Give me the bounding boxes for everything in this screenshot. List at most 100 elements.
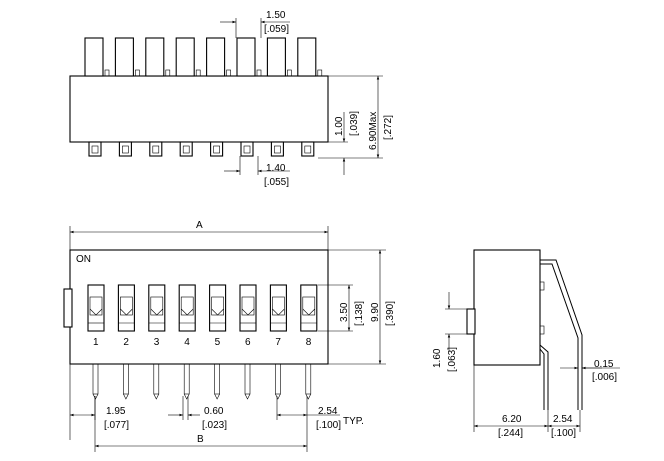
front-switch <box>178 284 196 332</box>
top-pin <box>240 141 254 157</box>
top-height-mm: 6.90Max <box>368 112 379 150</box>
side-thk-in: [.006] <box>592 372 617 383</box>
side-view: 1.60 [.063] 0.15 [.006] 6.20 [.244] 2.54… <box>432 249 620 439</box>
top-actuator-notch <box>317 69 323 77</box>
dim-a-label: A <box>196 220 203 231</box>
side-view-lead-front-inner <box>539 348 545 410</box>
front-lead-tip <box>305 393 312 400</box>
front-edge-in: [.077] <box>104 420 129 431</box>
switch-number: 2 <box>123 337 129 348</box>
front-lead <box>244 363 251 395</box>
switch-knob-chevron <box>150 308 164 316</box>
front-switch <box>239 284 257 332</box>
switch-number: 1 <box>93 337 99 348</box>
switch-knob-chevron <box>272 308 285 316</box>
switch-knob-chevron <box>89 308 103 316</box>
top-pin <box>118 141 132 157</box>
front-lead <box>123 363 129 395</box>
switch-knob-chevron <box>211 308 224 316</box>
front-lead <box>153 363 160 395</box>
front-lead <box>214 363 220 395</box>
front-lead-tip <box>183 393 190 400</box>
top-view: 1.50 [.059] 1.00 [.039] 6.90Max [.272] 1… <box>69 10 394 188</box>
top-actuator-notch <box>135 69 140 77</box>
switch-number: 3 <box>154 337 160 348</box>
side-lead-mm: 2.54 <box>553 414 573 425</box>
side-view-latch-top <box>539 281 545 291</box>
top-pin-inner <box>304 145 312 154</box>
top-actuator <box>175 37 195 77</box>
switch-slot <box>178 284 196 332</box>
top-pin-inner <box>213 145 220 154</box>
front-body-h-in: [.390] <box>385 301 396 326</box>
front-switch <box>209 284 227 332</box>
front-switch <box>117 284 135 332</box>
top-pin <box>179 141 193 157</box>
switch-slot <box>209 284 227 332</box>
front-lead-tip <box>153 393 160 400</box>
side-width-mm: 6.20 <box>502 414 522 425</box>
side-view-body <box>473 249 541 366</box>
top-actuator <box>145 37 165 77</box>
side-view-lead-inner <box>540 263 579 410</box>
top-actuator-notch <box>256 69 262 77</box>
on-label: ON <box>76 254 91 265</box>
front-lead-tip <box>214 393 220 400</box>
side-width-in: [.244] <box>498 428 523 439</box>
front-view-switches <box>87 284 318 332</box>
front-lead <box>92 363 99 395</box>
front-lead-w-mm: 0.60 <box>204 406 224 417</box>
switch-knob-chevron <box>180 308 194 316</box>
side-thk-mm: 0.15 <box>594 359 614 370</box>
side-view-lead-outer <box>540 259 583 410</box>
side-view-actuator <box>466 308 476 335</box>
front-pitch-in: [.100] <box>316 420 341 431</box>
top-pin <box>210 141 224 157</box>
front-switch <box>148 284 166 332</box>
front-switch <box>269 284 287 332</box>
top-pitch-in: [.059] <box>264 24 289 35</box>
top-pin-inner <box>152 145 160 154</box>
switch-knob-chevron <box>241 308 255 316</box>
top-pin-inner <box>274 145 281 154</box>
switch-number: 6 <box>245 337 251 348</box>
side-view-lead-front <box>539 344 549 410</box>
top-pin-len-in: [.039] <box>349 111 360 136</box>
top-actuator-notch <box>226 69 231 77</box>
top-actuator <box>206 37 226 77</box>
switch-slot <box>300 284 318 332</box>
side-act-in: [.063] <box>447 347 458 372</box>
side-act-mm: 1.60 <box>432 348 443 368</box>
switch-knob-chevron <box>120 308 133 316</box>
side-lead-in: [.100] <box>551 428 576 439</box>
top-view-body <box>69 75 329 143</box>
top-actuator <box>266 37 286 77</box>
switch-slot <box>148 284 166 332</box>
front-edge-mm: 1.95 <box>106 406 126 417</box>
top-pin-inner <box>243 145 251 154</box>
switch-slot <box>269 284 287 332</box>
top-height-in: [.272] <box>383 115 394 140</box>
switch-number: 5 <box>215 337 221 348</box>
top-pin <box>301 141 315 157</box>
top-view-actuators <box>84 37 323 77</box>
front-switch <box>300 284 318 332</box>
front-lead-w-in: [.023] <box>202 420 227 431</box>
front-lead-tip <box>92 393 99 400</box>
top-pin-inner <box>182 145 190 154</box>
top-actuator-notch <box>195 69 201 77</box>
switch-slot <box>117 284 135 332</box>
top-pin-inner <box>122 145 129 154</box>
top-actuator <box>236 37 256 77</box>
front-lead <box>183 363 190 395</box>
front-pitch-mm: 2.54 <box>318 406 338 417</box>
top-pin-inner <box>91 145 99 154</box>
dim-b-label: B <box>197 434 204 445</box>
switch-knob-chevron <box>302 308 316 316</box>
switch-number: 7 <box>275 337 281 348</box>
top-pin-len-mm: 1.00 <box>334 116 345 136</box>
top-view-pins <box>88 141 315 157</box>
